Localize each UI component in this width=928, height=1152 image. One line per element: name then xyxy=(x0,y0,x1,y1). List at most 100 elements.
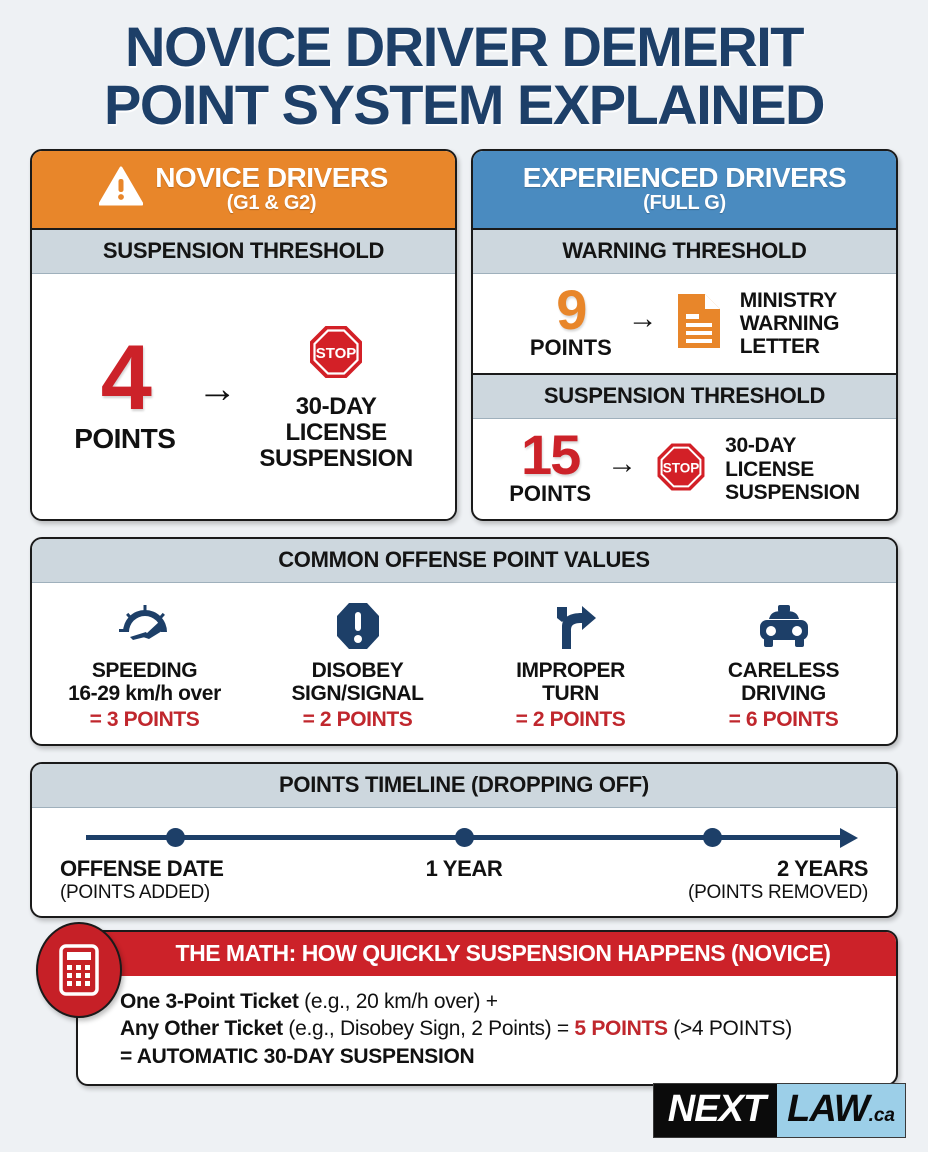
novice-outcome: STOP 30-DAY LICENSE SUSPENSION xyxy=(259,321,413,472)
offense-careless-line-2: DRIVING xyxy=(741,682,826,706)
the-math-panel: THE MATH: HOW QUICKLY SUSPENSION HAPPENS… xyxy=(76,929,898,1086)
novice-drivers-column: NOVICE DRIVERS (G1 & G2) SUSPENSION THRE… xyxy=(30,149,457,521)
offense-name-improper-turn: IMPROPER TURN xyxy=(468,659,673,706)
experienced-warning-points-label: POINTS xyxy=(529,335,612,361)
novice-outcome-text: 30-DAY LICENSE SUSPENSION xyxy=(259,392,413,472)
page-title-line-2: POINT SYSTEM EXPLAINED xyxy=(104,72,826,136)
math-line-2: Any Other Ticket (e.g., Disobey Sign, 2 … xyxy=(120,1015,878,1042)
timeline-one-year-main: 1 YEAR xyxy=(425,855,503,881)
novice-header-main: NOVICE DRIVERS xyxy=(155,162,388,194)
timeline-two-years-sub: (POINTS REMOVED) xyxy=(688,881,868,903)
logo-ca-suffix: .ca xyxy=(868,1105,895,1126)
novice-panel-body: 4 POINTS → STOP xyxy=(32,273,455,519)
the-math-body: One 3-Point Ticket (e.g., 20 km/h over) … xyxy=(78,976,896,1084)
experienced-warning-band: WARNING THRESHOLD xyxy=(473,229,896,274)
offense-turn-line-1: IMPROPER xyxy=(516,658,625,682)
page-title-line-1: NOVICE DRIVER DEMERIT xyxy=(125,15,804,78)
nextlaw-logo[interactable]: NEXT LAW.ca xyxy=(652,1067,906,1138)
experienced-header-main: EXPERIENCED DRIVERS xyxy=(522,162,847,194)
math-line-1: One 3-Point Ticket (e.g., 20 km/h over) … xyxy=(120,988,878,1015)
octagon-exclamation-icon xyxy=(255,597,460,651)
suspension-outcome-line-1: 30-DAY xyxy=(725,434,797,458)
logo-law-word: LAW xyxy=(787,1088,869,1130)
novice-header-sub: (G1 & G2) xyxy=(226,191,317,214)
offense-points-careless-driving: = 6 POINTS xyxy=(728,707,839,731)
offense-name-disobey-sign: DISOBEY SIGN/SIGNAL xyxy=(255,659,460,706)
experienced-warning-points-block: 9 POINTS xyxy=(529,277,612,362)
offense-disobey-line-1: DISOBEY xyxy=(311,658,404,682)
warning-outcome-line-2: WARNING xyxy=(739,311,840,335)
offense-points-disobey-sign: = 2 POINTS xyxy=(302,707,413,731)
novice-outcome-line-1: 30-DAY xyxy=(295,392,377,420)
stop-sign-icon: STOP xyxy=(305,322,367,387)
novice-threshold-band: SUSPENSION THRESHOLD xyxy=(32,229,455,274)
warning-triangle-icon xyxy=(98,166,144,211)
offense-item-speeding: SPEEDING 16-29 km/h over = 3 POINTS xyxy=(38,597,251,732)
experienced-warning-arrow-icon: → xyxy=(627,301,658,335)
common-offenses-panel: COMMON OFFENSE POINT VALUES SPEEDING 16-… xyxy=(30,536,898,746)
experienced-suspension-points-label: POINTS xyxy=(509,480,592,506)
experienced-suspension-arrow-icon: → xyxy=(607,447,638,481)
suspension-outcome-line-3: SUSPENSION xyxy=(725,480,860,504)
timeline-labels: OFFENSE DATE (POINTS ADDED) 1 YEAR 2 YEA… xyxy=(60,856,868,904)
page-title: NOVICE DRIVER DEMERIT POINT SYSTEM EXPLA… xyxy=(0,0,928,137)
novice-arrow-icon: → xyxy=(197,367,238,412)
math-line-2-rest: (e.g., Disobey Sign, 2 Points) = xyxy=(282,1017,575,1041)
offense-name-speeding: SPEEDING 16-29 km/h over xyxy=(42,659,247,706)
experienced-drivers-column: EXPERIENCED DRIVERS (FULL G) WARNING THR… xyxy=(471,149,898,521)
turn-arrow-icon xyxy=(468,597,673,651)
timeline-label-one-year: 1 YEAR xyxy=(329,856,598,904)
novice-panel-header: NOVICE DRIVERS (G1 & G2) xyxy=(32,151,455,230)
offense-item-disobey-sign: DISOBEY SIGN/SIGNAL = 2 POINTS xyxy=(251,597,464,732)
the-math-header: THE MATH: HOW QUICKLY SUSPENSION HAPPENS… xyxy=(78,931,896,976)
timeline-arrowhead-icon xyxy=(840,827,858,848)
logo-box: NEXT LAW.ca xyxy=(652,1083,906,1138)
math-line-1-rest: (e.g., 20 km/h over) + xyxy=(298,989,498,1013)
offense-item-improper-turn: IMPROPER TURN = 2 POINTS xyxy=(464,597,677,732)
timeline-area: OFFENSE DATE (POINTS ADDED) 1 YEAR 2 YEA… xyxy=(32,808,896,916)
experienced-panel: EXPERIENCED DRIVERS (FULL G) WARNING THR… xyxy=(471,149,898,521)
common-offenses-band: COMMON OFFENSE POINT VALUES xyxy=(32,538,896,583)
novice-panel: NOVICE DRIVERS (G1 & G2) SUSPENSION THRE… xyxy=(30,149,457,521)
timeline-label-offense-date: OFFENSE DATE (POINTS ADDED) xyxy=(60,856,329,904)
experienced-header-sub: (FULL G) xyxy=(643,191,726,214)
timeline-two-years-main: 2 YEARS xyxy=(777,855,868,881)
experienced-suspension-band: SUSPENSION THRESHOLD xyxy=(473,373,896,420)
svg-text:STOP: STOP xyxy=(663,460,700,475)
offense-turn-line-2: TURN xyxy=(542,682,599,706)
timeline-dot-one-year xyxy=(455,827,474,847)
taxi-car-icon xyxy=(681,597,886,651)
speedometer-icon xyxy=(42,597,247,651)
offense-grid: SPEEDING 16-29 km/h over = 3 POINTS DISO… xyxy=(32,583,896,744)
novice-threshold-row: 4 POINTS → STOP xyxy=(32,274,455,519)
offense-speeding-line-1: SPEEDING xyxy=(91,658,198,682)
experienced-warning-points-value: 9 xyxy=(556,277,587,341)
calculator-icon xyxy=(36,921,122,1018)
experienced-warning-outcome: MINISTRY WARNING LETTER xyxy=(739,289,840,358)
experienced-suspension-row: 15 POINTS → STOP 30-DAY LICENSE SUSPENSI… xyxy=(473,419,896,519)
experienced-suspension-points-value: 15 xyxy=(520,423,581,487)
stop-sign-icon: STOP xyxy=(653,439,709,500)
novice-outcome-line-3: SUSPENSION xyxy=(259,444,413,472)
offense-item-careless-driving: CARELESS DRIVING = 6 POINTS xyxy=(677,597,890,732)
novice-outcome-line-2: LICENSE xyxy=(285,418,388,446)
offense-careless-line-1: CARELESS xyxy=(727,658,840,682)
logo-next-text: NEXT xyxy=(653,1084,778,1137)
svg-text:STOP: STOP xyxy=(316,345,357,362)
document-letter-icon xyxy=(674,292,724,355)
offense-points-improper-turn: = 2 POINTS xyxy=(515,707,626,731)
timeline-dot-two-years xyxy=(703,827,722,847)
timeline-dot-offense-date xyxy=(166,827,185,847)
the-math-section: THE MATH: HOW QUICKLY SUSPENSION HAPPENS… xyxy=(30,921,898,1086)
novice-points-block: 4 POINTS xyxy=(74,332,176,455)
logo-law-text: LAW.ca xyxy=(777,1084,905,1137)
math-line-2-red: 5 POINTS xyxy=(574,1017,668,1041)
offense-points-speeding: = 3 POINTS xyxy=(89,707,200,731)
experienced-warning-row: 9 POINTS → MINISTRY WARNIN xyxy=(473,274,896,374)
math-line-3: = AUTOMATIC 30-DAY SUSPENSION xyxy=(120,1044,475,1068)
timeline-offense-date-main: OFFENSE DATE xyxy=(60,855,224,881)
points-timeline-band: POINTS TIMELINE (DROPPING OFF) xyxy=(32,763,896,808)
timeline-offense-date-sub: (POINTS ADDED) xyxy=(60,881,210,903)
experienced-panel-header: EXPERIENCED DRIVERS (FULL G) xyxy=(473,151,896,230)
experienced-suspension-outcome: 30-DAY LICENSE SUSPENSION xyxy=(725,434,860,503)
